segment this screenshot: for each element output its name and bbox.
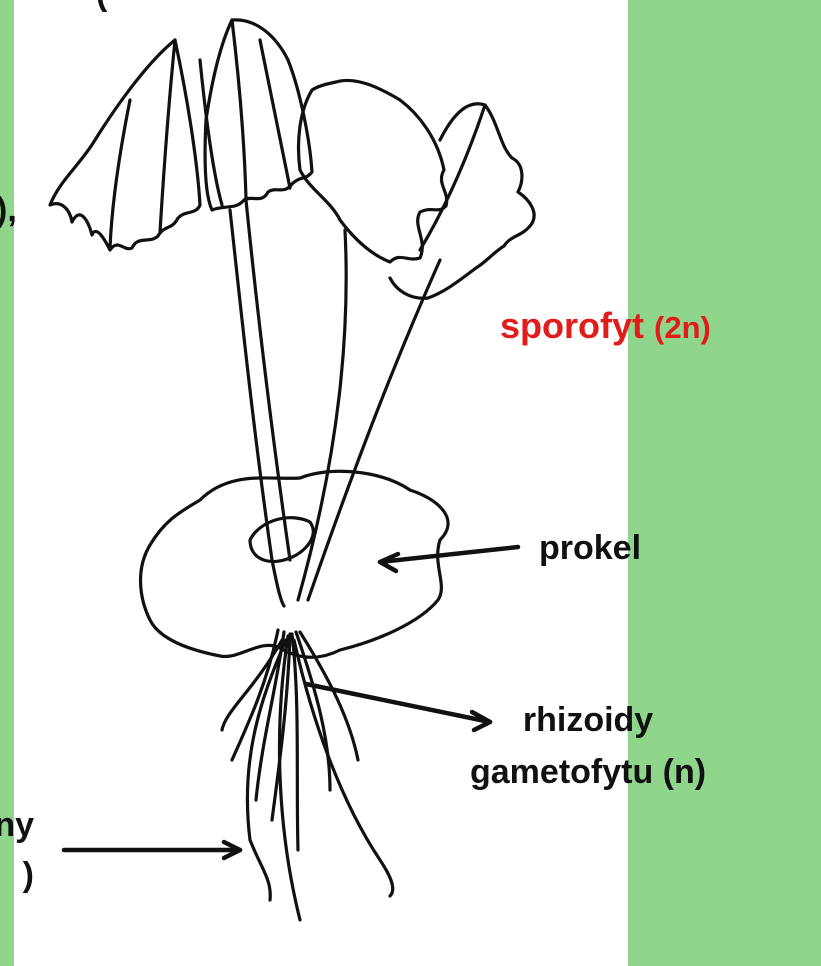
stalk-3: [298, 230, 346, 600]
frond-center: [299, 80, 447, 262]
label-sporofyt-name: sporofyt: [500, 305, 644, 346]
label-roots-line1: ny: [0, 800, 34, 850]
label-rhizoidy: rhizoidy gametofytu (n): [470, 694, 706, 798]
stalk-4: [308, 260, 440, 600]
label-rhizoidy-line1: rhizoidy: [470, 694, 706, 746]
label-roots-line2: ): [0, 850, 34, 900]
arrow-roots: [64, 842, 240, 858]
label-sporofyt: sporofyt (2n): [500, 306, 711, 348]
stalk-1: [230, 210, 284, 606]
cut-off-title-text-span: (: [96, 0, 107, 13]
rhizoids: [222, 630, 393, 920]
stalk-2: [246, 200, 290, 560]
frond-left: [50, 40, 200, 250]
label-roots-cut-off: ny ): [0, 800, 34, 900]
cut-off-left-label: ),: [0, 190, 17, 230]
prothallus: [141, 471, 449, 657]
label-sporofyt-ploidy: (2n): [654, 310, 711, 345]
arrow-prokel: [380, 547, 518, 571]
label-prokel: prokel: [539, 528, 641, 568]
label-rhizoidy-line2: gametofytu (n): [470, 746, 706, 798]
arrow-rhizoidy: [306, 684, 490, 730]
frond-middle: [205, 20, 312, 210]
frond-right: [390, 104, 534, 298]
cut-off-title-text: (: [96, 0, 616, 14]
